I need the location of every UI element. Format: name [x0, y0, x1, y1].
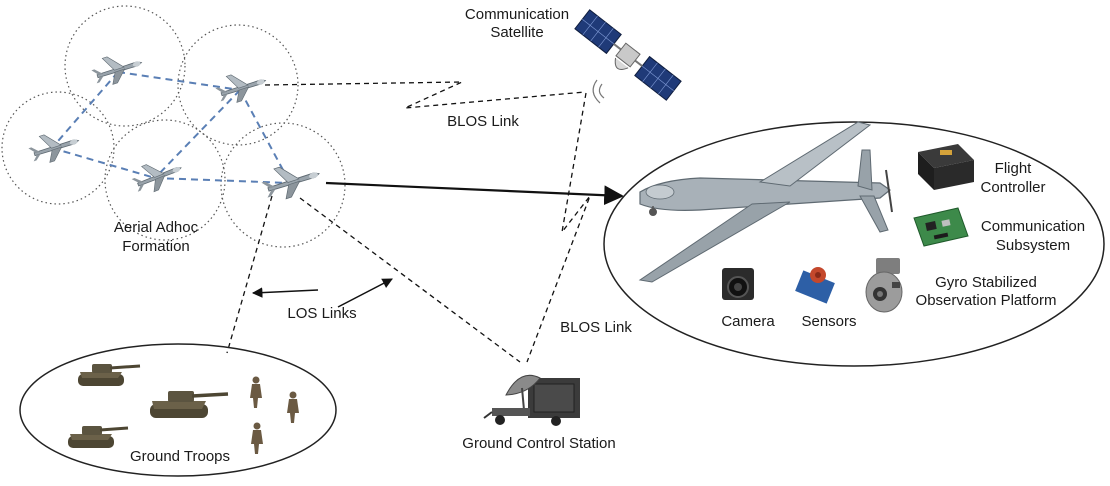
uav-detail-ellipse: [603, 121, 1105, 367]
gyro-label-line2: Observation Platform: [916, 292, 1057, 309]
comm-subsystem-label-line1: Communication: [981, 218, 1085, 235]
ground-troops-label: Ground Troops: [130, 448, 230, 465]
drone-icon: [128, 152, 186, 199]
drone-icon: [88, 46, 146, 90]
sensor-icon: [795, 267, 835, 304]
tank-icon: [150, 391, 229, 418]
formation-label-line1: Aerial Adhoc: [114, 219, 199, 236]
satellite-label-line1: Communication: [465, 6, 569, 23]
flight-controller-icon: [918, 144, 974, 190]
range-circle-1: [64, 5, 186, 127]
range-circle-5: [220, 122, 346, 248]
soldier-icon: [251, 422, 263, 454]
adhoc-link: [51, 71, 119, 149]
tank-icon: [78, 364, 141, 386]
adhoc-link: [154, 177, 291, 184]
los-arrow-left: [251, 287, 319, 298]
detail-arrow: [325, 181, 624, 206]
formation-label-line2: Formation: [122, 238, 190, 255]
los-links-label: LOS Links: [287, 305, 356, 322]
formation-range-circles: [1, 5, 346, 248]
satellite-icon: [574, 9, 682, 101]
flight-controller-label-line2: Controller: [980, 179, 1045, 196]
soldier-icon: [287, 391, 299, 423]
comm-subsystem-label-line2: Subsystem: [996, 237, 1070, 254]
camera-icon: [722, 268, 754, 300]
adhoc-link: [154, 89, 241, 179]
adhoc-link: [51, 147, 156, 179]
soldier-icon: [250, 376, 262, 408]
sensors-label: Sensors: [801, 313, 856, 330]
camera-label: Camera: [721, 313, 775, 330]
tank-icon: [68, 426, 129, 448]
blos-link-satellite: [264, 81, 586, 109]
drone-icon: [25, 124, 83, 168]
ground-station-icon: [483, 374, 580, 426]
blos-link-ground: [526, 92, 591, 363]
range-circle-4: [104, 119, 226, 241]
los-link-gcs: [299, 197, 521, 363]
gimbal-icon: [865, 258, 903, 313]
large-drone-icon: [638, 121, 893, 283]
flight-controller-label-line1: Flight: [995, 160, 1033, 177]
formation-drones: [25, 46, 324, 206]
blos-link-top-label: BLOS Link: [447, 113, 519, 130]
range-circle-2: [177, 24, 299, 146]
signal-waves: [592, 79, 605, 104]
drone-icon: [258, 155, 324, 206]
drone-icon: [212, 64, 270, 108]
comm-board-icon: [913, 207, 969, 247]
los-link-troops: [226, 195, 273, 354]
adhoc-links: [51, 71, 291, 184]
adhoc-link: [117, 71, 241, 91]
los-arrow-right: [337, 278, 393, 308]
gyro-label-line1: Gyro Stabilized: [935, 274, 1037, 291]
blos-link-bottom-label: BLOS Link: [560, 319, 632, 336]
ground-troops-ellipse: [19, 343, 337, 477]
adhoc-link: [239, 89, 291, 184]
satellite-label-line2: Satellite: [490, 24, 543, 41]
ground-control-label: Ground Control Station: [462, 435, 615, 452]
